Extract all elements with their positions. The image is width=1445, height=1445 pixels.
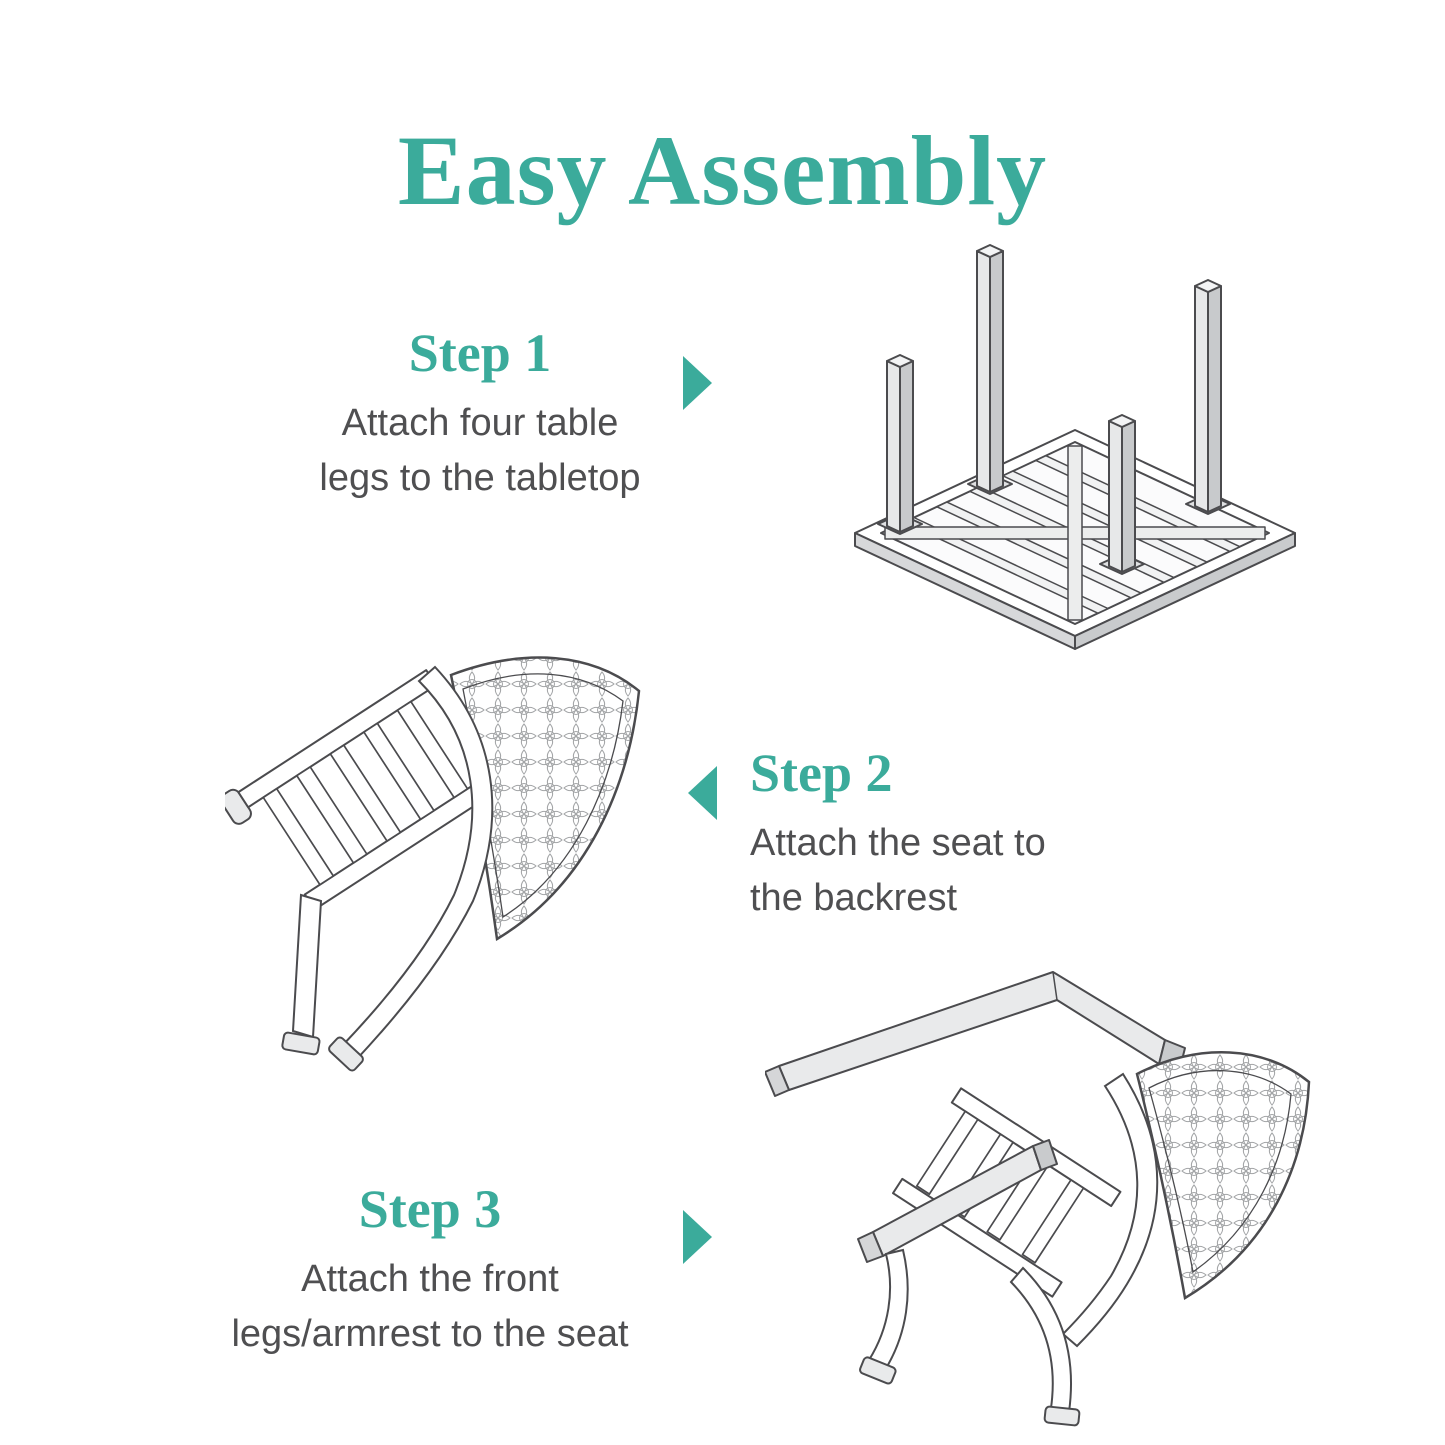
step-3-block: Step 3 Attach the front legs/armrest to … [185,1178,675,1362]
step-1-arrow-icon [683,356,712,410]
step-3-label: Step 3 [358,1179,502,1239]
chair-armrest-illustration [765,971,1311,1427]
step-1-label: Step 1 [408,323,552,383]
step-2-label: Step 2 [750,743,893,803]
step-3-description: Attach the front legs/armrest to the sea… [231,1258,629,1356]
backrest-seat-illustration [225,656,641,1072]
step-2-block: Step 2 Attach the seat to the backrest [750,742,1180,926]
step-2-description: Attach the seat to the backrest [750,822,1046,920]
table-assembly-illustration [854,244,1296,650]
page-title: Easy Assembly [397,115,1048,226]
step-1-block: Step 1 Attach four table legs to the tab… [280,322,680,506]
step-3-arrow-icon [683,1210,712,1264]
step-1-description: Attach four table legs to the tabletop [319,402,641,500]
step-2-arrow-icon [688,766,717,820]
